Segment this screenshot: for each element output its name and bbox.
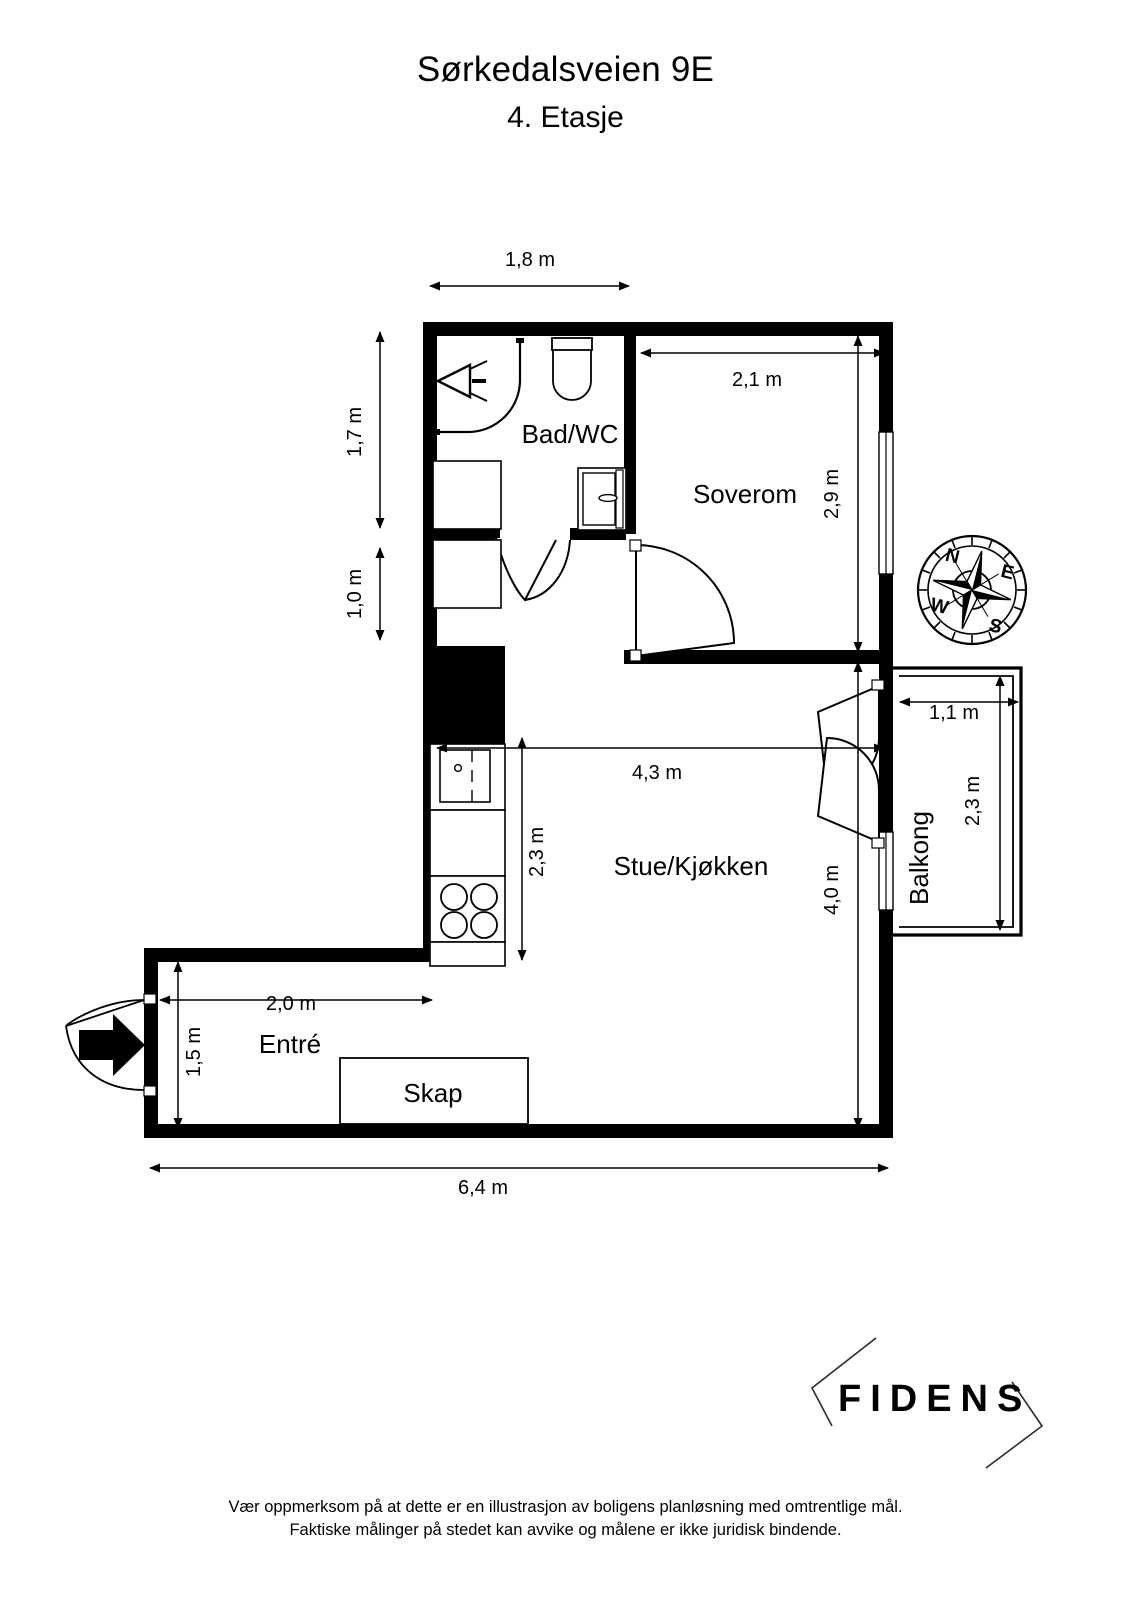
disclaimer-line-2: Faktiske målinger på stedet kan avvike o… [289,1521,842,1539]
room-label-balkong: Balkong [904,811,934,905]
entry-arrow-icon [79,1014,145,1076]
counter-end-unit [429,941,506,967]
dim-label-bath-width: 1,8 m [505,249,555,271]
room-label-skap: Skap [403,1078,462,1108]
room-label-entre: Entré [259,1029,321,1059]
bedroom-door [629,539,736,662]
dimension-lines [149,281,1019,1173]
closet-skap-box [339,1057,529,1125]
dim-label-bath-height: 1,7 m [344,407,366,457]
shower-cabinet-icon [577,467,627,531]
dim-label-bedroom-width: 2,1 m [732,369,782,391]
dim-label-total-width: 6,4 m [458,1177,508,1199]
logo-chevron-left-icon [810,1337,877,1427]
cabinet-upper [432,460,502,530]
dim-label-balcony-height: 2,3 m [962,776,984,826]
entry-door-group [65,993,157,1097]
dim-label-living-width: 4,3 m [632,762,682,784]
shower-head-icon [435,360,488,402]
dim-label-entry-width: 2,0 m [266,993,316,1015]
walls [144,322,893,1138]
logo-chevron-right-icon [985,1381,1044,1469]
balcony-doors [816,679,885,849]
stove-icon [440,883,498,939]
dim-label-kitchen-height: 2,3 m [526,827,548,877]
dim-label-bedroom-height: 2,9 m [821,469,843,519]
disclaimer: Vær oppmerksom på at dette er en illustr… [0,1496,1131,1542]
disclaimer-line-1: Vær oppmerksom på at dette er en illustr… [228,1498,903,1516]
dim-label-entry-height: 1,5 m [183,1027,205,1077]
windows [878,431,894,911]
logo-text: FIDENS [838,1378,1032,1420]
bathroom-fixtures [430,337,627,602]
title-block: Sørkedalsveien 9E 4. Etasje [0,48,1131,138]
toilet-icon [551,337,593,401]
floor-subtitle: 4. Etasje [507,101,624,134]
dim-label-living-height: 4,0 m [821,865,843,915]
room-label-stue-kjokken: Stue/Kjøkken [614,851,769,881]
page-title: Sørkedalsveien 9E [416,50,715,89]
compass-label-north: N [943,545,961,569]
sink-icon [439,749,491,803]
room-label-bad-wc: Bad/WC [522,419,619,449]
hall-cabinets [432,460,502,609]
balcony-structure [893,666,1023,937]
compass-label-east: E [999,561,1016,584]
compass-label-south: S [987,615,1004,638]
fidens-logo: FIDENS [790,1322,1050,1472]
room-label-soverom: Soverom [693,479,797,509]
cabinet-lower [432,539,502,609]
compass-label-west: W [928,594,951,619]
counter-mid-unit [429,809,506,877]
kitchen-units [429,743,506,967]
dim-label-balcony-width: 1,1 m [929,702,979,724]
dim-label-hall-height: 1,0 m [344,569,366,619]
compass-rose: N E S W [916,534,1028,646]
shower-curtain [437,341,522,434]
dimension-labels: 1,8 m 1,7 m 1,0 m 2,1 m 2,9 m 4,3 m 2,3 … [183,249,984,1199]
room-labels: Bad/WC Soverom Stue/Kjøkken Entré Skap B… [259,419,934,1108]
